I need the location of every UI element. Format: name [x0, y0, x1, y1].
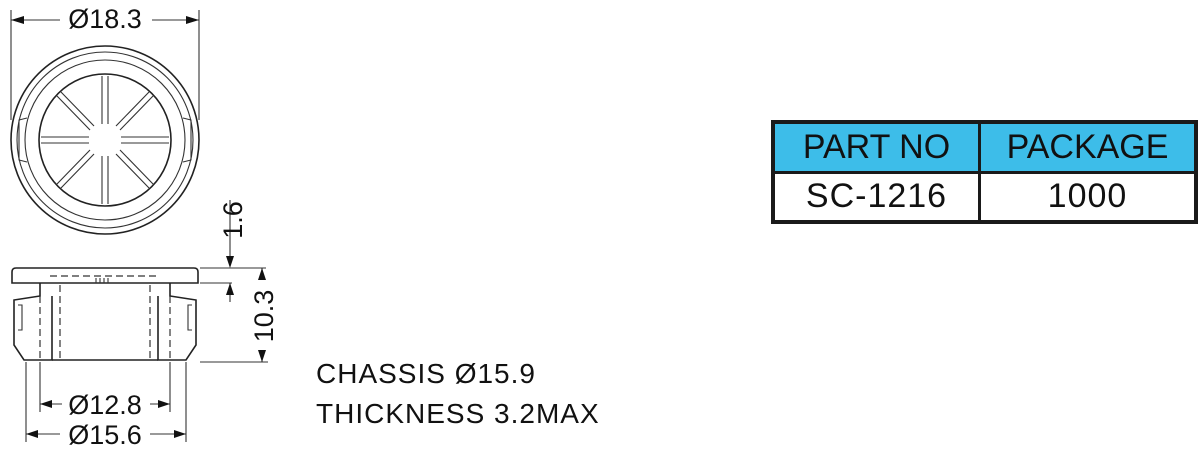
- radial-slits: [41, 76, 169, 204]
- height-label: 10.3: [249, 290, 279, 343]
- top-view: Ø18.3: [10, 4, 200, 235]
- body-diameter-label: Ø15.6: [68, 420, 142, 450]
- chassis-note: CHASSIS Ø15.9: [316, 358, 536, 389]
- header-package: PACKAGE: [981, 124, 1194, 171]
- arrow-left: [11, 16, 24, 24]
- side-view: 1.6 10.3 Ø12.8 Ø15.6: [11, 200, 279, 450]
- inner-diameter-label: Ø12.8: [68, 390, 142, 420]
- header-part-no: PART NO: [775, 124, 978, 171]
- thickness-note: THICKNESS 3.2MAX: [316, 398, 600, 429]
- arrow-right: [186, 16, 199, 24]
- flange-thickness-label: 1.6: [218, 201, 248, 239]
- spec-table: PART NO PACKAGE SC-1216 1000: [771, 120, 1198, 224]
- outer-diameter-label: Ø18.3: [68, 4, 142, 34]
- cell-part-no: SC-1216: [775, 173, 978, 220]
- cell-package: 1000: [981, 173, 1194, 220]
